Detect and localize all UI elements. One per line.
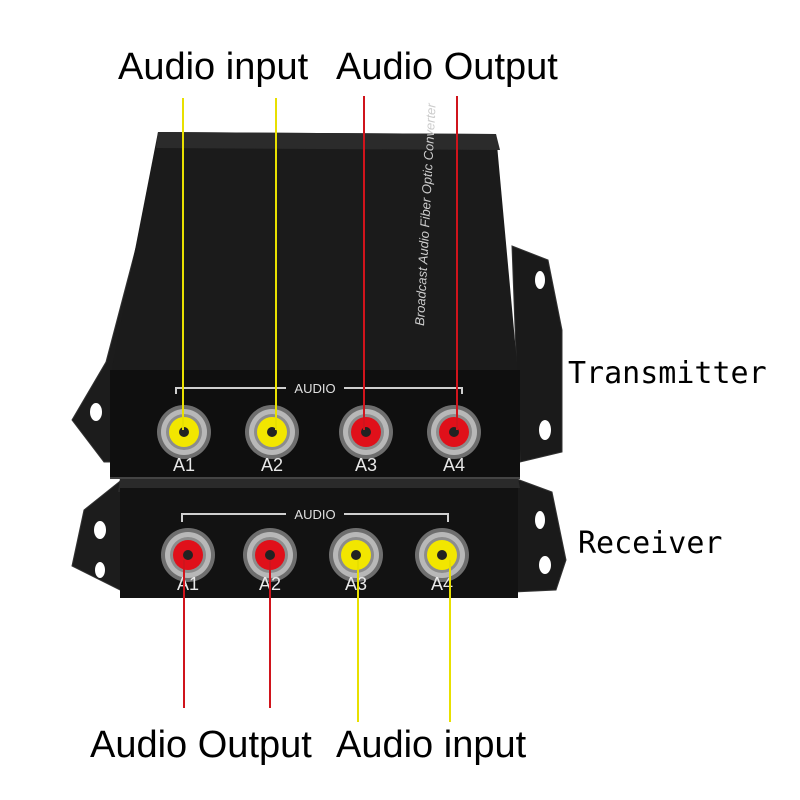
transmitter-top <box>110 132 518 378</box>
transmitter-port-label: A4 <box>443 455 465 475</box>
receiver-right-flange <box>513 477 567 593</box>
receiver-audio-label: AUDIO <box>294 507 335 522</box>
receiver-port-1[interactable]: A1 <box>161 528 215 594</box>
transmitter-audio-label: AUDIO <box>294 381 335 396</box>
label-receiver: Receiver <box>578 526 723 561</box>
transmitter-port-4[interactable]: A4 <box>427 405 481 475</box>
receiver-port-3[interactable]: A3 <box>329 528 383 594</box>
receiver-port-2[interactable]: A2 <box>243 528 297 594</box>
leader-lines <box>182 96 458 722</box>
label-audio-output-bottom: Audio Output <box>90 724 312 766</box>
transmitter-ports: A1 A2 A3 A4 <box>157 405 481 475</box>
transmitter-port-3[interactable]: A3 <box>339 405 393 475</box>
transmitter-port-label: A3 <box>355 455 377 475</box>
label-transmitter: Transmitter <box>568 356 767 391</box>
label-audio-input-top: Audio input <box>118 46 309 88</box>
transmitter-port-1[interactable]: A1 <box>157 405 211 475</box>
label-audio-output-top: Audio Output <box>336 46 558 88</box>
transmitter-port-label: A1 <box>173 455 195 475</box>
receiver-port-label: A3 <box>345 574 367 594</box>
receiver-port-label: A4 <box>431 574 453 594</box>
label-audio-input-bottom: Audio input <box>336 724 527 766</box>
transmitter-port-2[interactable]: A2 <box>245 405 299 475</box>
receiver-port-label: A1 <box>177 574 199 594</box>
transmitter-port-label: A2 <box>261 455 283 475</box>
